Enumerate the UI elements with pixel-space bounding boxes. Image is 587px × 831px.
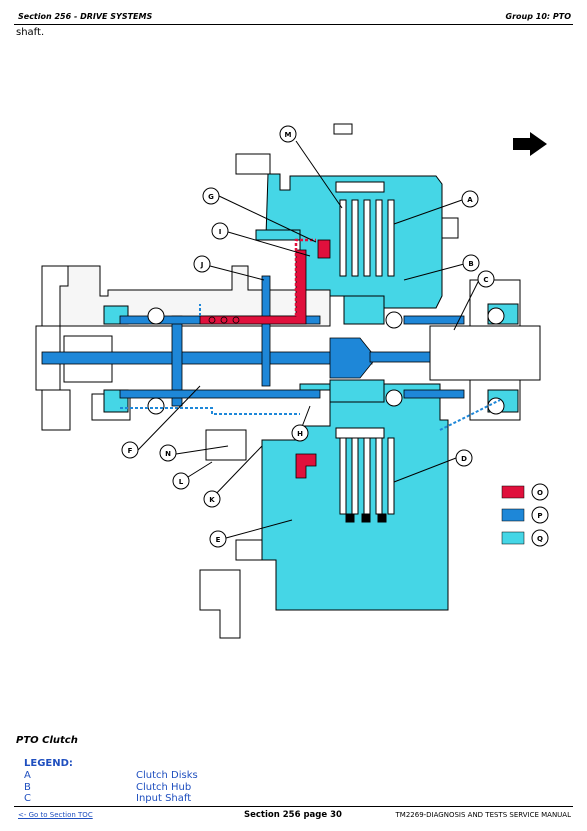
callout-k-label: K [209, 496, 215, 504]
callout-n: N [159, 444, 177, 462]
callout-g-label: G [208, 193, 214, 201]
callout-i: I [211, 222, 229, 240]
callout-j-label: J [200, 261, 204, 269]
pressure-color-key: O P Q [501, 483, 549, 547]
callout-n-label: N [165, 450, 171, 458]
figure-caption: PTO Clutch [16, 735, 78, 746]
clutch-disk-pack-lower [335, 427, 395, 523]
legend-title: LEGEND: [24, 758, 73, 769]
legend-value: Clutch Disks [136, 770, 198, 781]
legend-value: Input Shaft [136, 793, 192, 804]
section-toc-link[interactable]: <- Go to Section TOC [18, 811, 93, 819]
callout-d-label: D [461, 455, 467, 463]
callout-g: G [202, 187, 220, 205]
legend-key: A [24, 770, 31, 781]
legend-key: C [24, 793, 31, 804]
legend-list: A Clutch Disks B Clutch Hub C Input Shaf… [24, 770, 324, 805]
key-label-p: P [537, 512, 542, 520]
callout-a: A [461, 190, 479, 208]
footer-rule [14, 806, 573, 807]
callout-leaders [137, 140, 481, 539]
dashed-lube-paths [120, 304, 501, 431]
callout-b: B [462, 254, 480, 272]
lead-text: shaft. [16, 27, 45, 38]
pto-clutch-diagram: M G I J A B C F N L K H D E O P Q [35, 123, 549, 639]
group-header: Group 10: PTO [505, 12, 571, 21]
callout-h: H [291, 424, 309, 442]
header-rule [14, 24, 573, 25]
callout-e-label: E [216, 536, 221, 544]
dashed-red-path [294, 238, 316, 316]
callout-i-label: I [219, 228, 222, 236]
bearings [147, 307, 505, 415]
callout-f-label: F [128, 447, 133, 455]
key-label-o: O [537, 489, 543, 497]
key-label-q: Q [537, 535, 543, 543]
callout-c: C [477, 270, 495, 288]
legend-item: C Input Shaft [24, 793, 324, 805]
page-number: Section 256 page 30 [244, 810, 342, 820]
apply-pressure [199, 239, 331, 479]
legend-value: Clutch Hub [136, 781, 192, 793]
clutch-disk-pack-upper [335, 181, 395, 277]
callout-m: M [279, 125, 297, 143]
key-swatch-o [501, 485, 525, 499]
section-header: Section 256 - DRIVE SYSTEMS [18, 12, 153, 21]
callout-f: F [121, 441, 139, 459]
callout-b-label: B [468, 260, 473, 268]
callout-h-label: H [297, 430, 303, 438]
callouts: M G I J A B C F N L K H D E [121, 125, 495, 548]
key-swatch-q [501, 531, 525, 545]
arrow-right-icon [513, 132, 547, 156]
callout-e: E [209, 530, 227, 548]
legend-item: A Clutch Disks [24, 770, 324, 782]
callout-l-label: L [179, 478, 184, 486]
legend-item: B Clutch Hub [24, 782, 324, 794]
callout-j: J [193, 255, 211, 273]
callout-c-label: C [483, 276, 488, 284]
manual-title: TM2269-DIAGNOSIS AND TESTS SERVICE MANUA… [395, 811, 571, 819]
callout-m-label: M [285, 131, 292, 139]
callout-d: D [455, 449, 473, 467]
legend-key: B [24, 781, 31, 793]
callout-k: K [203, 490, 221, 508]
callout-l: L [172, 472, 190, 490]
callout-a-label: A [467, 196, 473, 204]
key-swatch-p [501, 508, 525, 522]
